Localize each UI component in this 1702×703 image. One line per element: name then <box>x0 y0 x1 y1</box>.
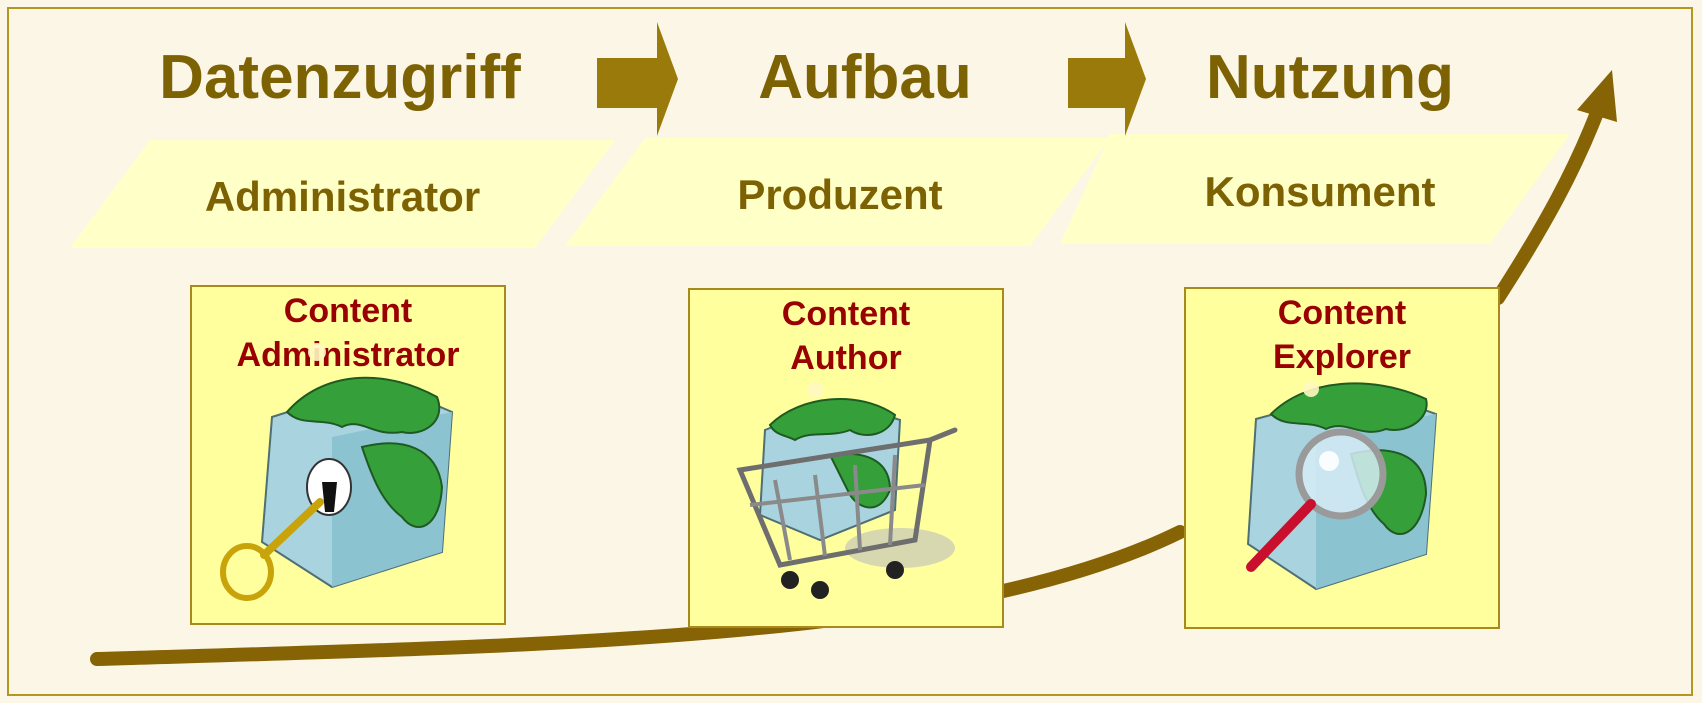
card-title: Content Administrator <box>192 289 504 377</box>
globe-cube-magnifier-icon <box>1246 381 1438 591</box>
card-content-administrator: Content Administrator <box>190 285 506 625</box>
growth-arrowhead-icon <box>1577 70 1617 122</box>
role-label-konsument: Konsument <box>1204 168 1436 215</box>
card-title: Content Author <box>690 292 1002 380</box>
card-title-line1: Content <box>283 292 413 330</box>
role-label-produzent: Produzent <box>737 171 943 218</box>
card-title-line1: Content <box>1277 294 1407 332</box>
card-title-line2: Explorer <box>1273 338 1411 376</box>
card-title: Content Explorer <box>1186 291 1498 379</box>
card-title-line2: Administrator <box>236 336 460 374</box>
stage-title-nutzung: Nutzung <box>1206 43 1454 112</box>
stage-title-aufbau: Aufbau <box>758 43 972 112</box>
role-band-2 <box>565 138 1110 246</box>
flow-arrow-icon-1 <box>597 22 678 136</box>
flow-arrow-icon-2 <box>1068 22 1146 136</box>
card-title-line2: Author <box>790 339 902 377</box>
role-label-administrator: Administrator <box>204 173 481 220</box>
card-title-line1: Content <box>781 295 911 333</box>
globe-cube-key-icon <box>220 343 454 601</box>
card-content-author: Content Author <box>688 288 1004 628</box>
card-content-explorer: Content Explorer <box>1184 287 1500 629</box>
globe-cube-cart-icon <box>736 382 958 599</box>
role-band-1 <box>70 140 615 248</box>
role-band-3 <box>1060 134 1570 244</box>
stage-title-datenzugriff: Datenzugriff <box>159 43 521 112</box>
growth-curve-arrow <box>90 103 1605 666</box>
diagram-frame <box>7 7 1693 696</box>
